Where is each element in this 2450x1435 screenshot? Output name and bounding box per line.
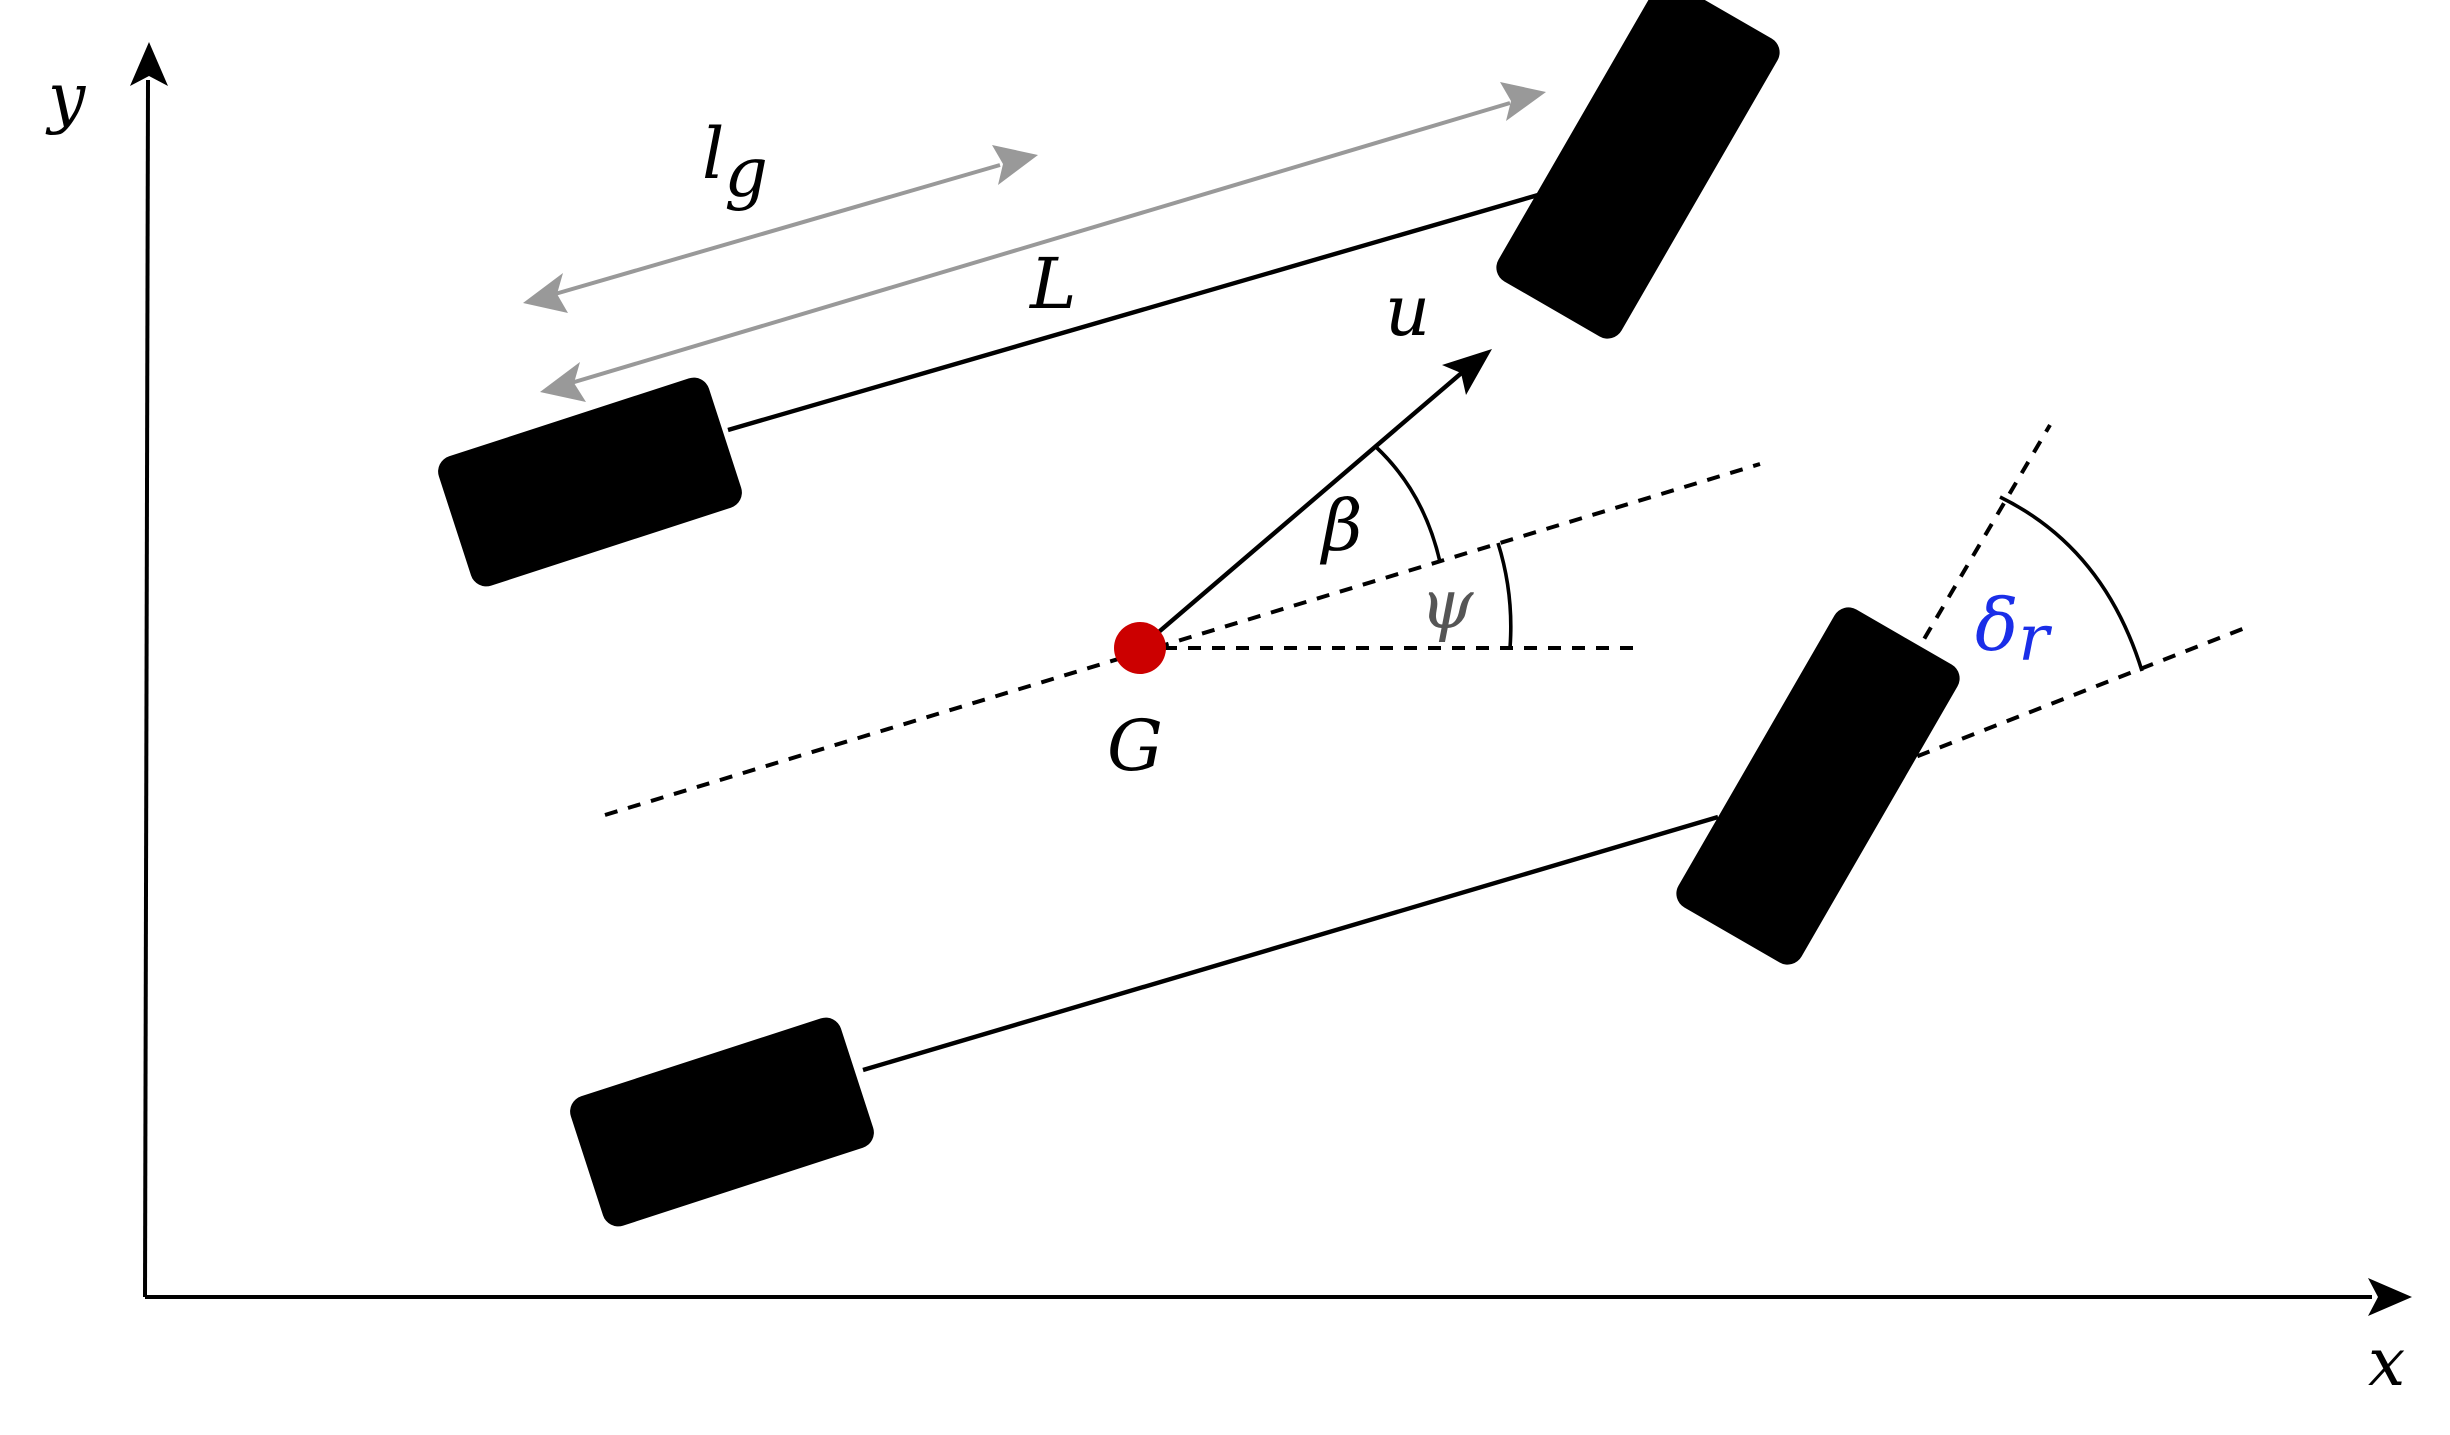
L-dimension-arrow [540,82,1546,402]
beta-label: β [1319,485,1362,567]
G-label: G [1107,705,1163,787]
lower-axle-rod [862,814,1719,1073]
delta-main: δ [1975,583,2018,667]
y-axis-label: y [45,59,86,136]
center-of-gravity-dot [1114,622,1166,674]
lg-subscript: g [724,134,768,213]
front-wheel-axis-dashed-line [1898,423,2052,682]
velocity-arrowhead [1442,349,1492,395]
rear-right-wheel [570,1017,874,1227]
lg-dimension-arrow [523,145,1038,313]
delta-angle-arc [1999,495,2144,672]
rear-left-wheel [438,377,742,587]
coordinate-axes: x y [45,42,2412,1401]
front-wheel-heading-dashed-line [1894,626,2246,767]
lg-main: l [702,113,724,195]
upper-axle-rod [727,190,1546,433]
u-label: u [1385,270,1430,352]
psi-angle-arc [1496,542,1513,649]
vehicle-heading-dashed-line [604,462,1761,817]
beta-angle-arc [1374,445,1442,563]
delta-r-label: δr [1975,583,2052,676]
y-axis [143,79,150,1298]
y-axis-arrowhead [130,42,168,86]
delta-subscript: r [2018,602,2052,676]
front-right-wheel [1676,607,1960,965]
lg-label: lg [702,113,768,213]
x-axis-label: x [2368,1324,2405,1401]
psi-label: ψ [1420,566,1474,645]
velocity-vector [1138,368,1467,650]
x-axis-arrowhead [2368,1278,2412,1316]
front-left-wheel [1496,0,1780,339]
L-label: L [1028,243,1076,325]
